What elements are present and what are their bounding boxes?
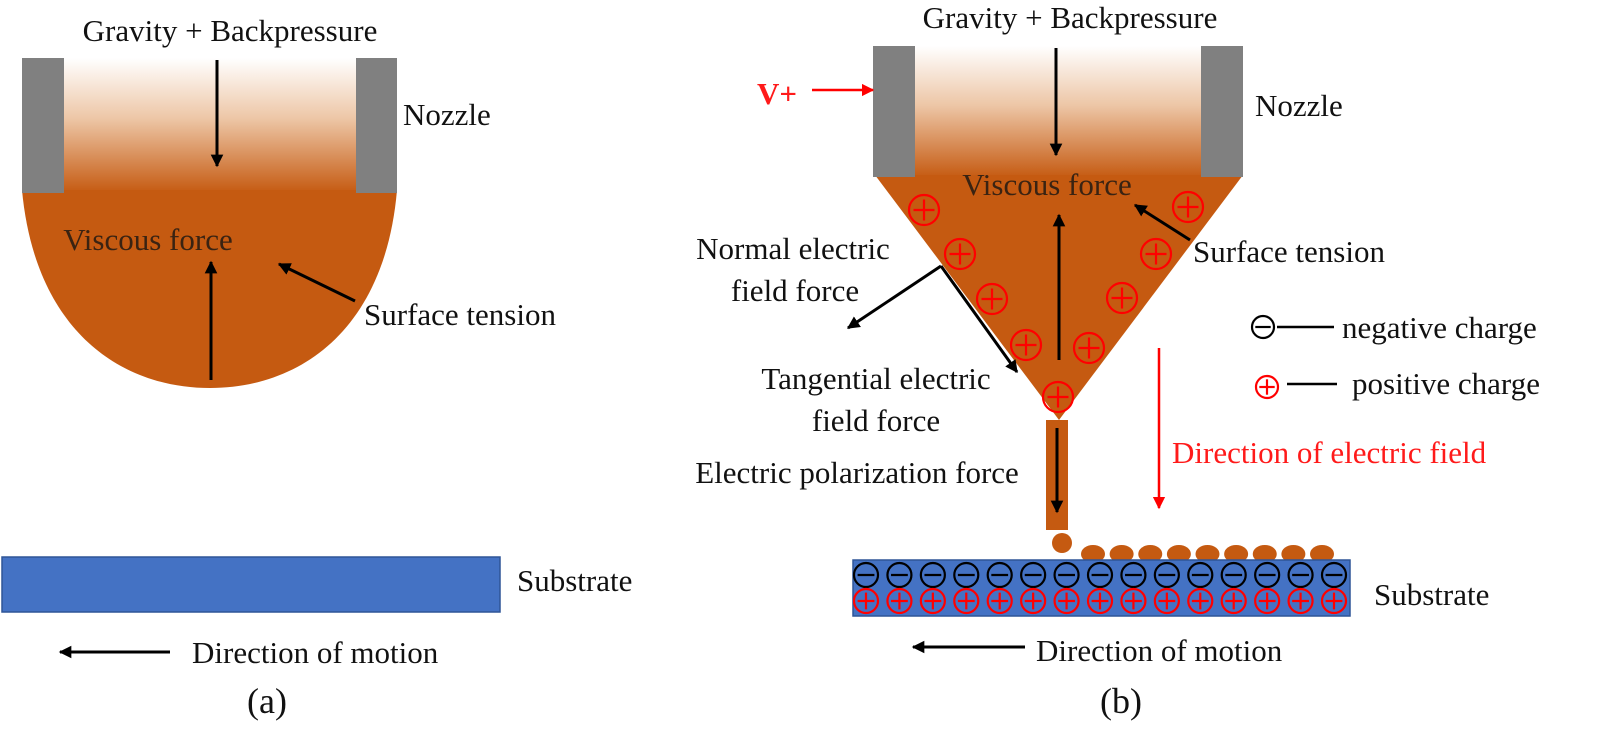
tangential-force-label-line1: Tangential electric [761, 361, 990, 396]
substrate-positive-charge [1287, 587, 1314, 615]
viscous-force-label: Viscous force [63, 222, 232, 257]
surface-tension-arrow [277, 262, 356, 303]
negative-charge-icon [1250, 314, 1276, 340]
substrate-positive-charge [1320, 587, 1348, 615]
substrate-negative-charge [1053, 561, 1080, 589]
voltage-label: V+ [757, 76, 797, 111]
cone-positive-charge [1009, 328, 1043, 362]
nozzle-right-wall-b [1201, 46, 1243, 177]
normal-force-arrow [846, 264, 942, 330]
polarization-force-label: Electric polarization force [695, 455, 1019, 490]
substrate-negative-charge [953, 561, 980, 589]
substrate-positive-charge [1187, 587, 1214, 615]
cone-positive-charge [1139, 237, 1173, 271]
substrate-negative-charge [1120, 561, 1147, 589]
substrate-positive-charge [986, 587, 1013, 615]
nozzle-left-wall [22, 58, 64, 193]
gravity-backpressure-label: Gravity + Backpressure [83, 13, 378, 48]
nozzle-left-wall-b [873, 46, 915, 177]
tangential-force-arrow [939, 265, 1019, 374]
nozzle-interior-gradient [64, 58, 356, 193]
cone-positive-charges [907, 190, 1205, 414]
deposited-droplet [1081, 545, 1105, 563]
deposited-droplet [1195, 545, 1220, 563]
substrate-positive-charge [1086, 587, 1114, 615]
substrate-positive-charge [953, 587, 980, 615]
surface-tension-arrow-b [1133, 203, 1191, 242]
cone-positive-charge [1171, 190, 1205, 224]
nozzle-interior-gradient-b [915, 46, 1201, 178]
panel-a-label: (a) [247, 681, 287, 721]
electric-field-label: Direction of electric field [1172, 435, 1487, 470]
normal-force-label-line2: field force [731, 273, 859, 308]
deposited-droplet [1166, 545, 1191, 563]
legend-positive-label: positive charge [1352, 366, 1540, 401]
substrate-label-a: Substrate [517, 563, 632, 598]
deposited-droplet [1138, 545, 1163, 563]
positive-charge-icon [1254, 374, 1280, 400]
cone-positive-charge [943, 237, 977, 271]
panel-b-label: (b) [1100, 681, 1142, 721]
panel-b: Gravity + Backpressure Nozzle V+ Viscous… [695, 0, 1540, 721]
legend-negative-charge-symbol [1250, 314, 1276, 340]
deposited-droplet [1109, 545, 1134, 563]
nozzle-label-b: Nozzle [1255, 88, 1343, 123]
substrate-label-b: Substrate [1374, 577, 1489, 612]
substrate-negative-charge [1086, 561, 1114, 589]
direction-of-motion-label-a: Direction of motion [192, 635, 439, 670]
surface-tension-label-b: Surface tension [1193, 234, 1385, 269]
substrate-positive-charge [919, 587, 946, 615]
substrate-negative-charge [1220, 561, 1247, 589]
substrate-positive-charge [1254, 587, 1281, 615]
substrate-negative-charge [986, 561, 1013, 589]
cone-positive-charge [907, 193, 941, 227]
substrate-negative-charge [1254, 561, 1281, 589]
substrate-a [1, 556, 501, 613]
substrate-positive-charge [1220, 587, 1247, 615]
falling-droplet [1052, 533, 1072, 553]
substrate-negative-charge [886, 561, 913, 589]
normal-force-label-line1: Normal electric [696, 231, 890, 266]
deposited-droplet [1281, 545, 1306, 563]
substrate-positive-charge [1120, 587, 1147, 615]
substrate-negative-charge [1153, 561, 1180, 589]
cone-positive-charge [1105, 281, 1139, 315]
nozzle-right-wall [356, 58, 397, 193]
deposited-droplet [1224, 545, 1249, 563]
legend-negative-label: negative charge [1342, 310, 1537, 345]
legend: negative charge positive charge [1250, 310, 1540, 401]
substrate-negative-charge [919, 561, 946, 589]
nozzle-label: Nozzle [403, 97, 491, 132]
direction-of-motion-label-b: Direction of motion [1036, 633, 1283, 668]
substrate-negative-charge [1020, 561, 1047, 589]
substrate-negative-charge [1287, 561, 1314, 589]
substrate-positive-charge [852, 587, 880, 615]
substrate-negative-charge [1187, 561, 1214, 589]
legend-positive-charge-symbol [1254, 374, 1280, 400]
surface-tension-label: Surface tension [364, 297, 556, 332]
substrate-positive-charge [1053, 587, 1080, 615]
deposited-droplets [1052, 533, 1334, 563]
substrate-negative-charge [852, 561, 880, 589]
gravity-backpressure-label-b: Gravity + Backpressure [923, 0, 1218, 35]
deposited-droplet [1252, 545, 1277, 563]
substrate-positive-charge [886, 587, 913, 615]
substrate-positive-charge [1153, 587, 1180, 615]
deposited-droplet [1310, 545, 1334, 563]
panel-a: Gravity + Backpressure Nozzle Viscous fo… [1, 13, 632, 721]
cone-positive-charge [1041, 380, 1075, 414]
substrate-charges [852, 561, 1348, 615]
tangential-force-label-line2: field force [812, 403, 940, 438]
cone-positive-charge [975, 282, 1009, 316]
substrate-negative-charge [1320, 561, 1348, 589]
substrate-positive-charge [1020, 587, 1047, 615]
cone-positive-charge [1072, 331, 1106, 365]
viscous-force-label-b: Viscous force [962, 167, 1131, 202]
